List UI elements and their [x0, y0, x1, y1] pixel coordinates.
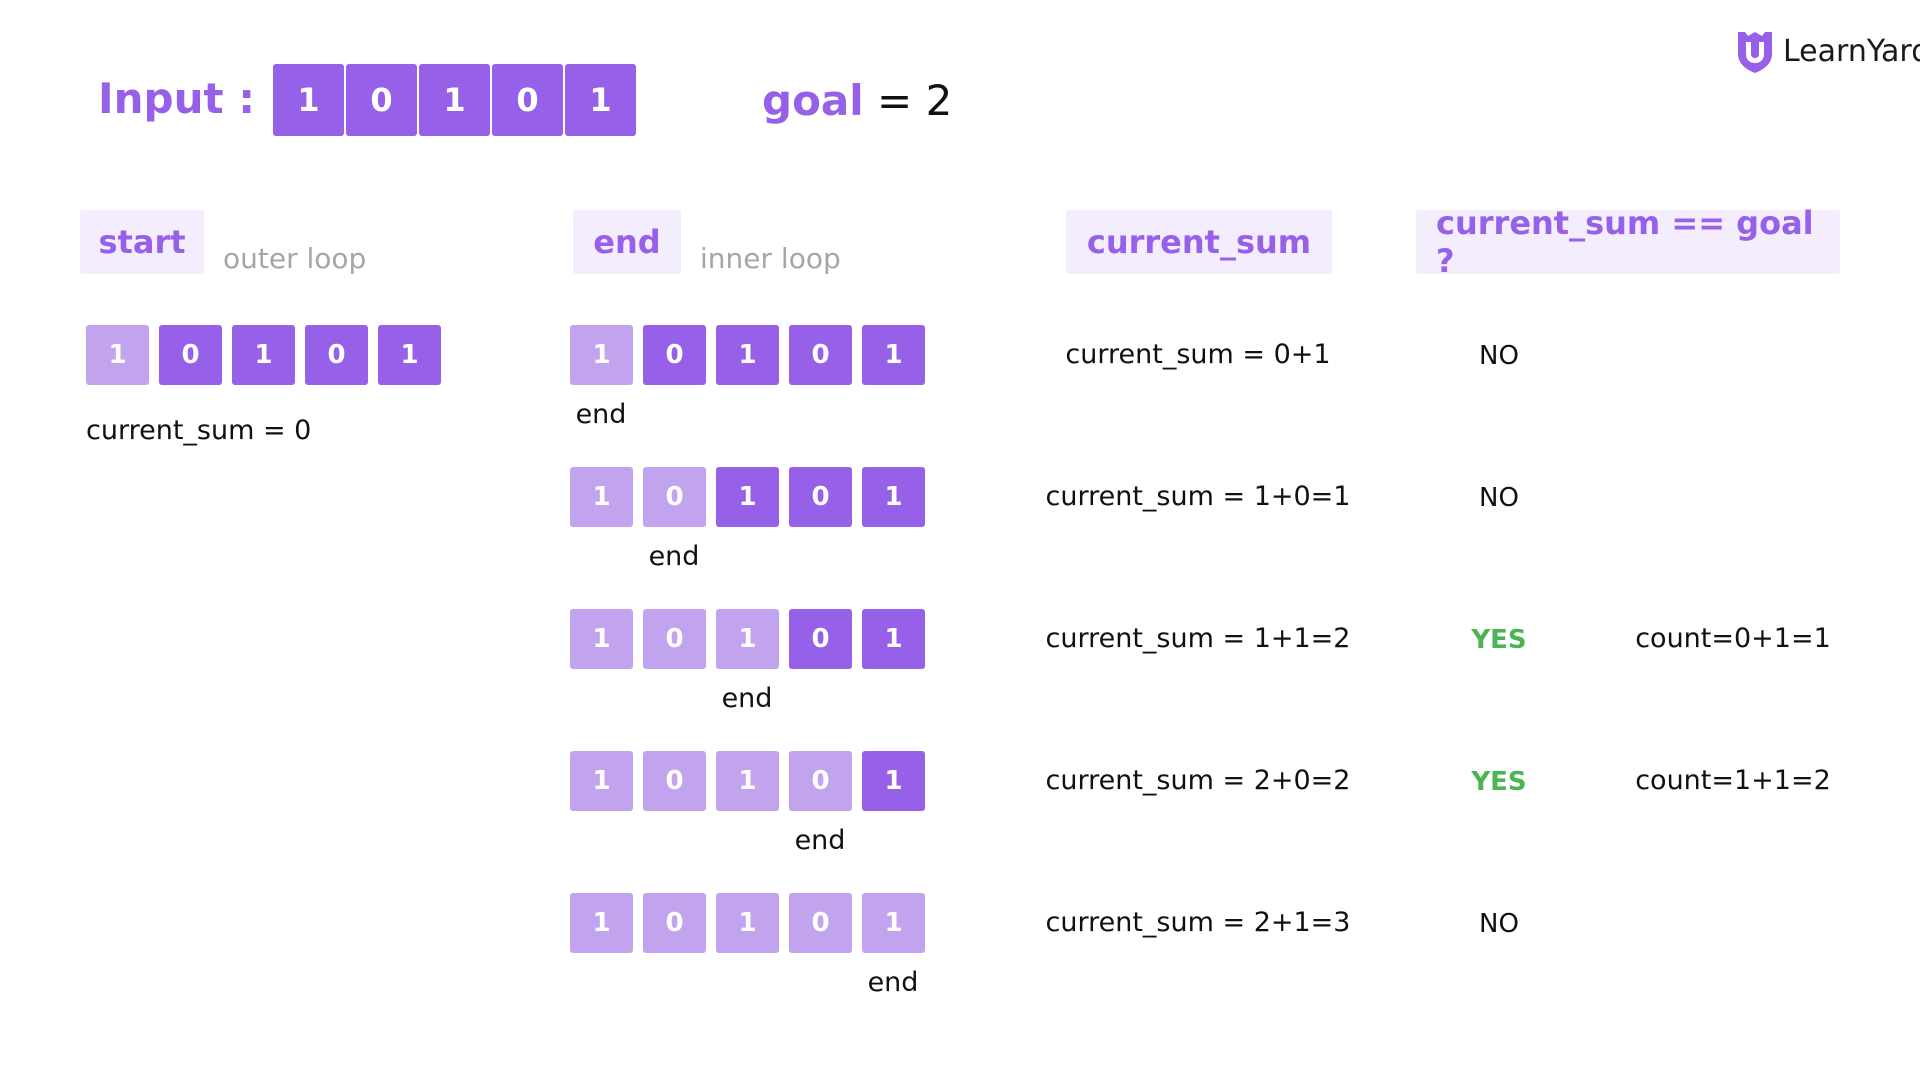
- inner-loop-note: inner loop: [700, 242, 841, 275]
- row-goal-result: NO: [1479, 341, 1519, 371]
- row-goal-result: YES: [1471, 625, 1527, 655]
- end-header: end: [573, 210, 681, 274]
- logo-text: LearnYard: [1783, 33, 1920, 69]
- row-cell: 1: [716, 609, 779, 669]
- row-cell: 1: [716, 893, 779, 953]
- row-cell: 1: [570, 325, 633, 385]
- row-goal-result: YES: [1471, 767, 1527, 797]
- row-cell: 1: [570, 751, 633, 811]
- row-cell: 1: [862, 609, 925, 669]
- start-cell: 0: [305, 325, 368, 385]
- end-pointer-label: end: [794, 825, 846, 856]
- start-cell: 0: [159, 325, 222, 385]
- start-header: start: [80, 210, 204, 274]
- row-count: count=0+1=1: [1635, 623, 1831, 654]
- row-cell: 1: [862, 325, 925, 385]
- current-sum-header: current_sum: [1066, 210, 1332, 274]
- start-cell: 1: [86, 325, 149, 385]
- input-cell: 1: [273, 64, 344, 136]
- row-current-sum: current_sum = 2+1=3: [1045, 907, 1351, 938]
- row-cell: 1: [862, 467, 925, 527]
- row-cell: 1: [570, 609, 633, 669]
- row-cell: 1: [716, 467, 779, 527]
- row-current-sum: current_sum = 1+1=2: [1045, 623, 1351, 654]
- row-cell: 1: [862, 751, 925, 811]
- row-cell: 1: [862, 893, 925, 953]
- row-cell: 1: [716, 325, 779, 385]
- input-label: Input :: [98, 74, 255, 123]
- row-cell: 0: [789, 751, 852, 811]
- goal-value: = 2: [877, 76, 953, 125]
- input-cell: 0: [492, 64, 563, 136]
- row-cell: 0: [789, 325, 852, 385]
- row-cell: 1: [570, 467, 633, 527]
- row-cell: 0: [643, 609, 706, 669]
- end-pointer-label: end: [867, 967, 919, 998]
- end-pointer-label: end: [648, 541, 700, 572]
- input-cell: 0: [346, 64, 417, 136]
- row-goal-result: NO: [1479, 483, 1519, 513]
- shield-logo-icon: [1738, 32, 1772, 73]
- row-cell: 0: [643, 467, 706, 527]
- goal-text: goal = 2: [762, 76, 952, 125]
- row-cell: 0: [643, 751, 706, 811]
- row-cell: 0: [789, 467, 852, 527]
- row-current-sum: current_sum = 0+1: [1065, 339, 1331, 370]
- goal-word: goal: [762, 76, 864, 125]
- end-pointer-label: end: [575, 399, 627, 430]
- row-cell: 1: [716, 751, 779, 811]
- start-cell: 1: [378, 325, 441, 385]
- end-pointer-label: end: [721, 683, 773, 714]
- row-goal-result: NO: [1479, 909, 1519, 939]
- input-cell: 1: [419, 64, 490, 136]
- row-current-sum: current_sum = 1+0=1: [1045, 481, 1351, 512]
- row-cell: 1: [570, 893, 633, 953]
- row-cell: 0: [643, 325, 706, 385]
- outer-loop-note: outer loop: [223, 242, 367, 275]
- row-current-sum: current_sum = 2+0=2: [1045, 765, 1351, 796]
- row-cell: 0: [643, 893, 706, 953]
- row-cell: 0: [789, 609, 852, 669]
- row-cell: 0: [789, 893, 852, 953]
- row-count: count=1+1=2: [1635, 765, 1831, 796]
- start-current-sum: current_sum = 0: [86, 415, 312, 446]
- goal-check-header: current_sum == goal ?: [1416, 204, 1840, 280]
- learnyard-logo: LearnYard: [1735, 28, 1920, 74]
- input-cell: 1: [565, 64, 636, 136]
- start-cell: 1: [232, 325, 295, 385]
